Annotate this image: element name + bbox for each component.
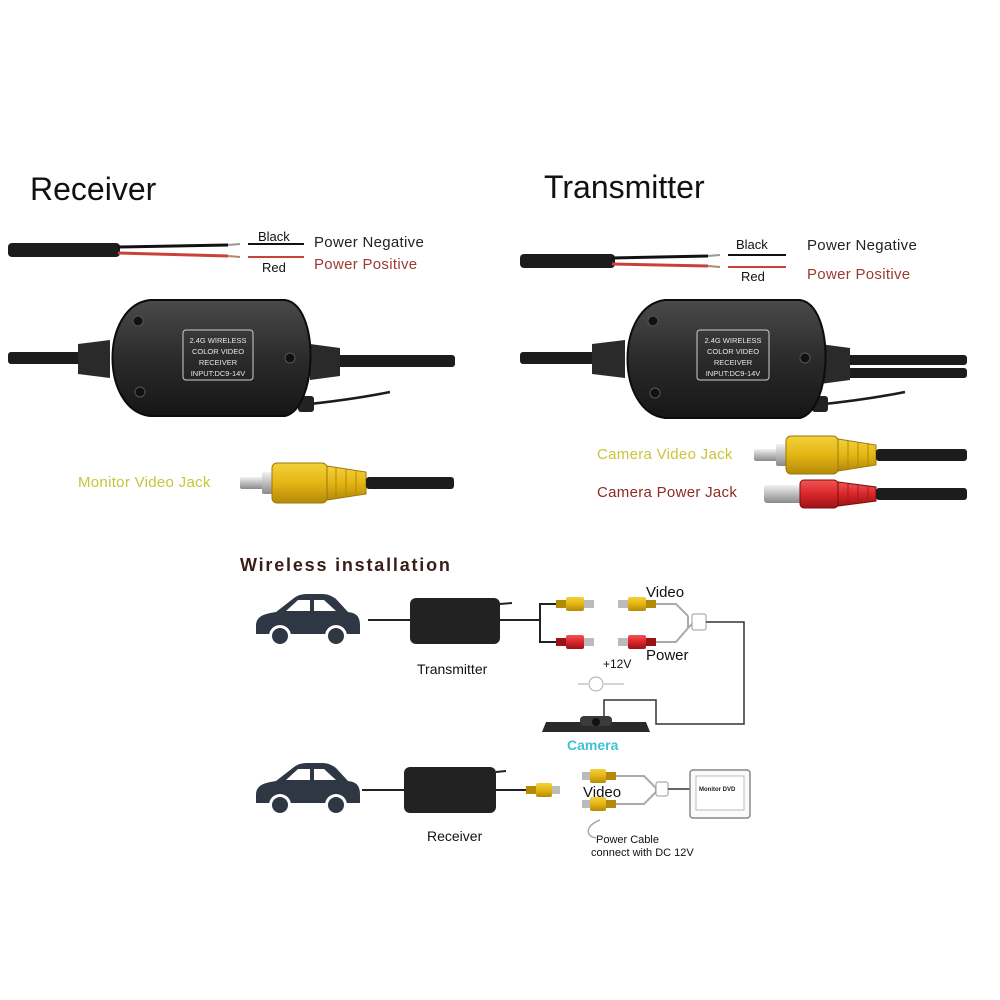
- transmitter-power-wires: [520, 254, 786, 268]
- receiver-cable-left: [8, 352, 98, 364]
- power-cable-label-1: Power Cable: [596, 834, 659, 846]
- car-icon: [256, 594, 360, 647]
- receiver-power-wires: [8, 243, 304, 258]
- receiver-cable-right: [330, 355, 455, 367]
- transmitter-module-small: [410, 598, 500, 644]
- transmitter-box-line-2: COLOR VIDEO: [707, 347, 759, 356]
- receiver-strain-relief-right: [310, 344, 340, 380]
- receiver-black-label: Black: [258, 229, 290, 244]
- tx-power-connector: [556, 635, 594, 649]
- monitor-video-jack: [240, 462, 454, 504]
- receiver-screw-top: [132, 315, 144, 327]
- camera-video-connector: [618, 597, 656, 611]
- transmitter-antenna-wire: [814, 390, 906, 407]
- receiver-red-label: Red: [262, 260, 286, 275]
- receiver-title: Receiver: [30, 171, 157, 207]
- camera-power-jack-label: Camera Power Jack: [597, 484, 738, 501]
- monitor-dvd: [689, 769, 751, 819]
- camera-power-connector: [618, 635, 656, 649]
- transmitter-cable-right-1: [840, 355, 967, 365]
- dc-plug-icon: [578, 676, 624, 692]
- transmitter-box-line-4: INPUT:DC9-14V: [706, 369, 761, 378]
- transmitter-screw-top: [647, 315, 659, 327]
- monitor-video-jack-label: Monitor Video Jack: [78, 474, 211, 491]
- monitor-video-connector-2: [582, 797, 616, 811]
- receiver-power-positive: Power Positive: [314, 256, 418, 273]
- camera-video-jack-label: Camera Video Jack: [597, 446, 733, 463]
- transmitter-black-label: Black: [736, 237, 768, 252]
- transmitter-box-line-3: RECEIVER: [714, 358, 753, 367]
- installation-plus12-label: +12V: [603, 657, 632, 671]
- receiver-box-line-4: INPUT:DC9-14V: [191, 369, 246, 378]
- transmitter-screw-bottom: [649, 387, 661, 399]
- receiver-power-negative: Power Negative: [314, 234, 425, 251]
- tx-video-connector: [556, 597, 594, 611]
- monitor-video-connector-1: [582, 769, 616, 783]
- receiver-panel: 2.4G WIRELESS COLOR VIDEO RECEIVER INPUT…: [8, 243, 455, 504]
- camera-icon: [542, 716, 650, 732]
- camera-power-jack: [764, 479, 967, 509]
- installation-video-label-2: Video: [583, 784, 622, 801]
- installation-transmitter-label: Transmitter: [417, 661, 488, 677]
- installation-title: Wireless installation: [240, 555, 452, 575]
- receiver-strain-relief-left: [78, 340, 110, 378]
- transmitter-power-positive: Power Positive: [807, 266, 911, 283]
- power-cable-label-2: connect with DC 12V: [591, 847, 694, 859]
- transmitter-power-negative: Power Negative: [807, 237, 918, 254]
- receiver-box-line-3: RECEIVER: [199, 358, 238, 367]
- car-icon-2: [256, 763, 360, 816]
- installation-video-label: Video: [646, 584, 685, 601]
- transmitter-red-label: Red: [741, 269, 765, 284]
- transmitter-cable-right-2: [840, 368, 967, 378]
- receiver-module: [111, 299, 312, 417]
- installation-camera-label: Camera: [567, 737, 619, 753]
- wireless-installation: [256, 594, 751, 839]
- rx-video-connector: [526, 783, 560, 797]
- transmitter-screw-right: [799, 352, 811, 364]
- camera-cable-junction: [691, 613, 707, 631]
- receiver-box-line-1: 2.4G WIRELESS: [189, 336, 246, 345]
- installation-power-label: Power: [646, 647, 689, 664]
- transmitter-panel: 2.4G WIRELESS COLOR VIDEO RECEIVER INPUT…: [520, 254, 967, 509]
- tx-split-wire: [500, 603, 556, 643]
- transmitter-title: Transmitter: [544, 169, 705, 205]
- transmitter-module: [626, 299, 827, 419]
- receiver-box-line-2: COLOR VIDEO: [192, 347, 244, 356]
- monitor-dvd-label: Monitor DVD: [699, 787, 736, 793]
- transmitter-cable-left: [520, 352, 605, 364]
- camera-video-jack: [754, 435, 967, 475]
- receiver-screw-right: [284, 352, 296, 364]
- receiver-module-small: [404, 767, 496, 813]
- camera-cable: [603, 621, 745, 725]
- transmitter-box-line-1: 2.4G WIRELESS: [704, 336, 761, 345]
- installation-receiver-label: Receiver: [427, 828, 483, 844]
- receiver-screw-bottom: [134, 386, 146, 398]
